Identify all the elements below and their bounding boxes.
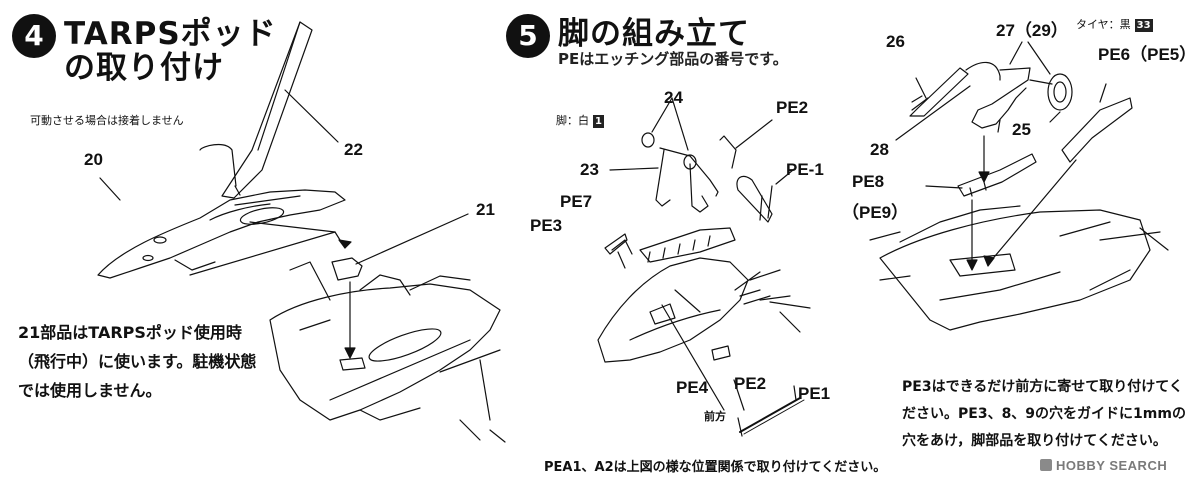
part-label-pe-1: PE-1 — [786, 160, 824, 179]
pe-position-diagram — [734, 380, 804, 436]
tire-color-number: 33 — [1134, 19, 1153, 32]
movable-callout: 可動させる場合は接着しません — [30, 114, 184, 127]
hobby-search-watermark: HOBBY SEARCH — [1040, 458, 1167, 473]
part-22-fin-drawing — [222, 22, 338, 198]
watermark-text: HOBBY SEARCH — [1056, 458, 1168, 473]
part-label-20: 20 — [84, 150, 103, 169]
part-label-pe6-pe5: PE6（PE5） — [1098, 45, 1197, 64]
pe-parts-drawing — [720, 120, 810, 332]
step-5-number-badge: 5 — [506, 14, 550, 58]
part-21-drawing — [332, 214, 468, 359]
step-5-bottom-note: PEA1、A2は上図の様な位置関係で取り付けてください。 — [544, 460, 887, 475]
part-label-pe2-top: PE2 — [776, 98, 809, 117]
part-label-pe8: PE8 — [852, 172, 885, 191]
lower-jet-drawing — [270, 262, 505, 442]
step-5-subtitle: PEはエッチング部品の番号です。 — [558, 50, 788, 68]
pe6-pe8-drawing — [926, 84, 1132, 271]
part-label-26: 26 — [886, 32, 905, 51]
part-label-21: 21 — [476, 200, 495, 219]
leg-color-note: 脚：白 1 — [556, 112, 604, 128]
leg-color-label: 脚：白 — [556, 114, 589, 127]
step-4-note: 21部品はTARPSポッド使用時（飛行中）に使います。駐機状態では使用しません。 — [18, 323, 257, 400]
right-fuselage-drawing — [870, 206, 1168, 330]
part-label-24: 24 — [664, 88, 683, 107]
part-label-pe1-bottom: PE1 — [798, 384, 831, 403]
step-4-title-line2: の取り付け — [64, 50, 224, 86]
tire-color-label: タイヤ：黒 — [1076, 18, 1131, 31]
strut-23-drawing — [610, 98, 718, 212]
landing-gear-drawing — [896, 42, 1072, 140]
step-4-number-badge: 4 — [12, 14, 56, 58]
front-direction-label: 前方 — [704, 410, 726, 423]
part-label-pe4: PE4 — [676, 378, 709, 397]
part-label-pe9: （PE9） — [842, 203, 909, 222]
leg-color-number: 1 — [593, 115, 604, 128]
part-label-22: 22 — [344, 140, 363, 159]
part-label-pe7: PE7 — [560, 192, 593, 211]
hobby-search-logo-icon — [1040, 459, 1052, 471]
step5-left-assembly-drawing — [598, 228, 790, 410]
upper-jet-drawing — [98, 145, 352, 278]
part-label-23: 23 — [580, 160, 599, 179]
part-label-pe3: PE3 — [530, 216, 563, 235]
part-label-27-29: 27（29） — [996, 21, 1068, 40]
part-label-28: 28 — [870, 140, 889, 159]
step-4-title-line1: TARPSポッド — [64, 16, 277, 52]
step-5-title: 脚の組み立て — [558, 16, 750, 52]
part-label-pe2-bottom: PE2 — [734, 374, 767, 393]
part-label-25: 25 — [1012, 120, 1031, 139]
step-5b-note: PE3はできるだけ前方に寄せて取り付けてください。PE3、8、9の穴をガイドに1… — [902, 379, 1186, 449]
